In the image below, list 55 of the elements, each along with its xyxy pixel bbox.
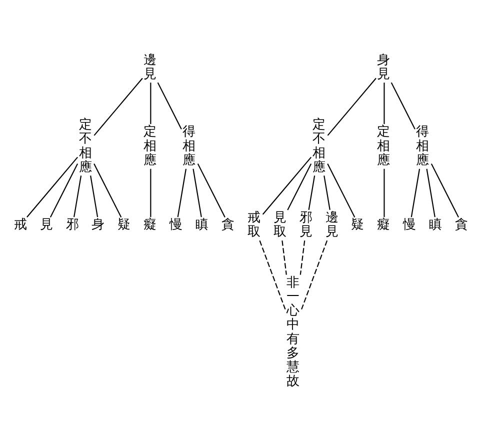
- node-text: 得相應: [182, 124, 196, 168]
- node-text: 非一心中有多慧故: [286, 276, 300, 389]
- node-text: 定不相應: [78, 118, 92, 175]
- connector: [50, 164, 78, 218]
- node-text: 邊見: [144, 52, 157, 82]
- connector: [308, 176, 316, 210]
- connector: [197, 164, 226, 218]
- connector: [327, 78, 376, 136]
- node-text: 戒取: [247, 210, 260, 240]
- node-text: 定不相應: [312, 118, 326, 175]
- connector: [157, 82, 182, 130]
- connector: [177, 168, 187, 218]
- connector: [259, 240, 286, 310]
- node-text: 身: [92, 218, 105, 233]
- node-text: 瞋: [429, 218, 442, 233]
- connector: [410, 168, 420, 218]
- connector: [324, 176, 330, 210]
- node-text: 見取: [273, 210, 286, 240]
- connector: [390, 82, 416, 130]
- node-text: 得相應: [416, 124, 430, 168]
- node-text: 定相應: [144, 124, 157, 168]
- connector: [384, 82, 385, 124]
- node-text: 貪: [221, 218, 234, 233]
- node-text: 慢: [403, 218, 416, 233]
- connector: [282, 240, 287, 275]
- node-text: 邪: [66, 218, 79, 233]
- connector: [90, 176, 98, 218]
- node-text: 貪: [455, 218, 468, 233]
- node-text: 戒: [14, 218, 27, 233]
- connector: [94, 78, 143, 136]
- connector: [94, 164, 122, 218]
- connector: [150, 82, 152, 124]
- connector: [301, 240, 328, 310]
- node-text: 疑: [118, 218, 131, 233]
- node-text: 身見: [377, 52, 390, 82]
- connector: [426, 168, 436, 218]
- connector: [430, 164, 459, 218]
- connector: [287, 164, 312, 210]
- node-text: 見: [40, 218, 53, 233]
- node-text: 定相應: [377, 124, 390, 168]
- node-text: 瞋: [196, 218, 209, 233]
- node-text: 邊見: [325, 210, 338, 240]
- connector: [300, 240, 306, 275]
- connector: [150, 168, 152, 218]
- connector: [262, 156, 312, 215]
- connector: [327, 164, 356, 218]
- node-text: 癡: [377, 218, 390, 233]
- node-text: 癡: [144, 218, 157, 233]
- connector: [192, 168, 202, 218]
- connector: [74, 176, 82, 218]
- connector: [26, 156, 78, 218]
- node-text: 邪見: [299, 210, 312, 240]
- node-text: 慢: [170, 218, 183, 233]
- node-text: 疑: [351, 218, 364, 233]
- connector: [384, 168, 385, 218]
